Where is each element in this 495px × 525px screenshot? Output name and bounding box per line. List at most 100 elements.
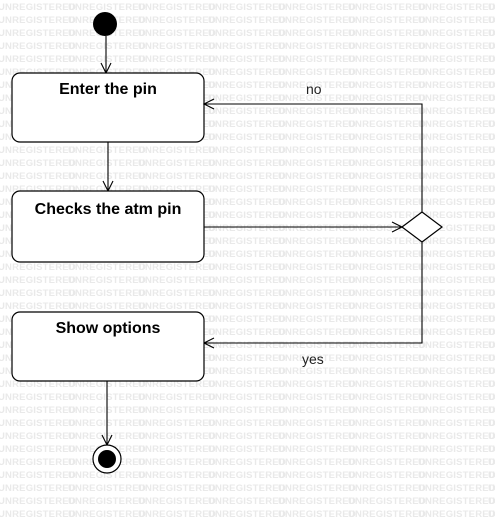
- watermark-text: UNREGISTERED: [348, 496, 426, 507]
- watermark-text: UNREGISTERED: [418, 15, 495, 26]
- watermark-text: UNREGISTERED: [488, 301, 495, 312]
- watermark-text: UNREGISTERED: [488, 392, 495, 403]
- watermark-text: UNREGISTERED: [278, 15, 356, 26]
- watermark-text: UNREGISTERED: [488, 353, 495, 364]
- watermark-text: UNREGISTERED: [278, 184, 356, 195]
- watermark-text: UNREGISTERED: [348, 418, 426, 429]
- watermark-text: UNREGISTERED: [348, 392, 426, 403]
- watermark-text: UNREGISTERED: [348, 171, 426, 182]
- watermark-text: UNREGISTERED: [418, 28, 495, 39]
- watermark-text: UNREGISTERED: [348, 184, 426, 195]
- watermark-text: UNREGISTERED: [488, 496, 495, 507]
- watermark-text: UNREGISTERED: [348, 106, 426, 117]
- watermark-text: UNREGISTERED: [488, 327, 495, 338]
- watermark-text: UNREGISTERED: [68, 171, 146, 182]
- watermark-text: UNREGISTERED: [488, 2, 495, 13]
- watermark-text: UNREGISTERED: [348, 67, 426, 78]
- watermark-text: UNREGISTERED: [208, 28, 286, 39]
- watermark-text: UNREGISTERED: [488, 41, 495, 52]
- watermark-text: UNREGISTERED: [278, 80, 356, 91]
- initial-node: [93, 12, 117, 36]
- watermark-text: UNREGISTERED: [278, 340, 356, 351]
- arrowhead-no: [202, 98, 215, 110]
- watermark-text: UNREGISTERED: [68, 301, 146, 312]
- watermark-text: UNREGISTERED: [488, 132, 495, 143]
- watermark-text: UNREGISTERED: [278, 54, 356, 65]
- watermark-text: UNREGISTERED: [488, 340, 495, 351]
- watermark-text: UNREGISTERED: [348, 483, 426, 494]
- watermark-text: UNREGISTERED: [348, 262, 426, 273]
- watermark-text: UNREGISTERED: [348, 340, 426, 351]
- label-no: no: [306, 81, 322, 97]
- watermark-text: UNREGISTERED: [488, 249, 495, 260]
- watermark-text: UNREGISTERED: [138, 28, 216, 39]
- watermark-text: UNREGISTERED: [348, 145, 426, 156]
- watermark-text: UNREGISTERED: [278, 444, 356, 455]
- watermark-text: UNREGISTERED: [348, 288, 426, 299]
- watermark-text: UNREGISTERED: [0, 145, 76, 156]
- watermark-text: UNREGISTERED: [208, 392, 286, 403]
- watermark-text: UNREGISTERED: [278, 457, 356, 468]
- watermark-text: UNREGISTERED: [418, 41, 495, 52]
- watermark-text: UNREGISTERED: [0, 28, 76, 39]
- watermark-text: UNREGISTERED: [138, 392, 216, 403]
- watermark-text: UNREGISTERED: [418, 483, 495, 494]
- watermark-text: UNREGISTERED: [208, 444, 286, 455]
- watermark-text: UNREGISTERED: [0, 496, 76, 507]
- watermark-text: UNREGISTERED: [418, 366, 495, 377]
- watermark-text: UNREGISTERED: [0, 301, 76, 312]
- watermark-text: UNREGISTERED: [278, 67, 356, 78]
- watermark-text: UNREGISTERED: [348, 15, 426, 26]
- watermark-text: UNREGISTERED: [278, 431, 356, 442]
- watermark-text: UNREGISTERED: [488, 93, 495, 104]
- watermark-text: UNREGISTERED: [278, 93, 356, 104]
- watermark-text: UNREGISTERED: [278, 327, 356, 338]
- final-node-inner: [98, 450, 116, 468]
- watermark-text: UNREGISTERED: [278, 418, 356, 429]
- watermark-text: UNREGISTERED: [488, 80, 495, 91]
- watermark-text: UNREGISTERED: [138, 431, 216, 442]
- watermark-text: UNREGISTERED: [348, 28, 426, 39]
- watermark-text: UNREGISTERED: [208, 15, 286, 26]
- watermark-text: UNREGISTERED: [278, 236, 356, 247]
- watermark-text: UNREGISTERED: [418, 379, 495, 390]
- watermark-text: UNREGISTERED: [418, 275, 495, 286]
- watermark-text: UNREGISTERED: [418, 301, 495, 312]
- watermark-text: UNREGISTERED: [278, 262, 356, 273]
- watermark-text: UNREGISTERED: [348, 2, 426, 13]
- edge-decision-no: [204, 103, 423, 212]
- watermark-text: UNREGISTERED: [488, 67, 495, 78]
- watermark-text: UNREGISTERED: [348, 327, 426, 338]
- watermark-text: UNREGISTERED: [208, 145, 286, 156]
- watermark-text: UNREGISTERED: [488, 158, 495, 169]
- watermark-text: UNREGISTERED: [0, 470, 76, 481]
- watermark-text: UNREGISTERED: [278, 145, 356, 156]
- watermark-text: UNREGISTERED: [208, 93, 286, 104]
- action-show-options[interactable]: [11, 311, 205, 382]
- watermark-text: UNREGISTERED: [208, 41, 286, 52]
- label-show-options: Show options: [56, 320, 161, 337]
- watermark-text: UNREGISTERED: [278, 132, 356, 143]
- decision-node[interactable]: [401, 211, 443, 243]
- watermark-text: UNREGISTERED: [488, 28, 495, 39]
- watermark-text: UNREGISTERED: [418, 145, 495, 156]
- watermark-text: UNREGISTERED: [68, 145, 146, 156]
- watermark-text: UNREGISTERED: [348, 470, 426, 481]
- watermark-text: UNREGISTERED: [488, 15, 495, 26]
- watermark-text: UNREGISTERED: [208, 119, 286, 130]
- watermark-text: UNREGISTERED: [0, 509, 76, 520]
- watermark-text: UNREGISTERED: [68, 2, 146, 13]
- watermark-text: UNREGISTERED: [208, 106, 286, 117]
- watermark-text: UNREGISTERED: [278, 223, 356, 234]
- watermark-text: UNREGISTERED: [418, 93, 495, 104]
- watermark-text: UNREGISTERED: [418, 340, 495, 351]
- watermark-text: UNREGISTERED: [208, 496, 286, 507]
- watermark-text: UNREGISTERED: [278, 158, 356, 169]
- watermark-text: UNREGISTERED: [68, 54, 146, 65]
- watermark-text: UNREGISTERED: [138, 15, 216, 26]
- watermark-text: UNREGISTERED: [138, 288, 216, 299]
- watermark-text: UNREGISTERED: [418, 327, 495, 338]
- watermark-text: UNREGISTERED: [0, 2, 76, 13]
- watermark-text: UNREGISTERED: [208, 249, 286, 260]
